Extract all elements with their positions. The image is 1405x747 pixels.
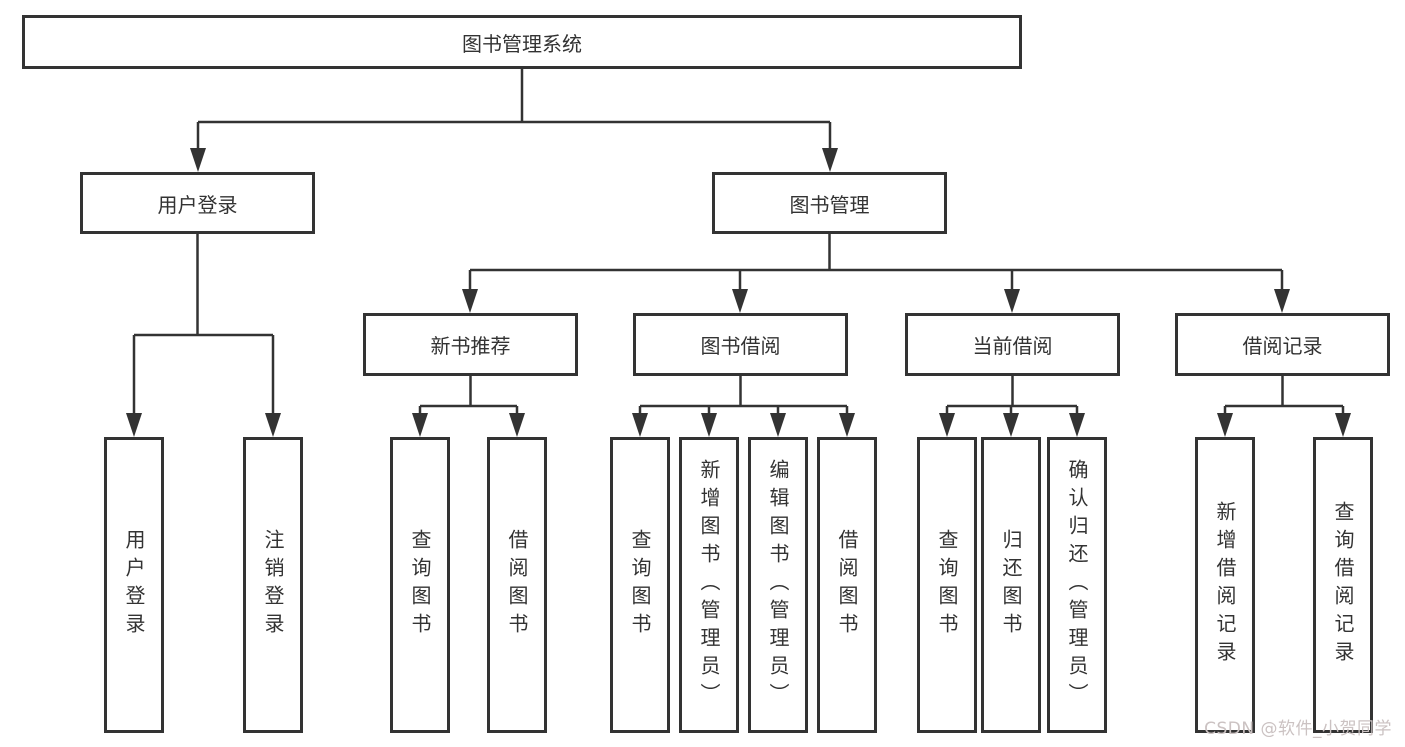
leaf-br-add-record-label: 新增借阅记录 [1213,501,1237,669]
leaf-user-login: 用户登录 [104,437,164,733]
csdn-watermark: CSDN @软件_小贺同学 [1204,719,1392,739]
node-root: 图书管理系统 [22,15,1022,69]
node-borrow-record-label: 借阅记录 [1242,334,1323,358]
leaf-br-query-record: 查询借阅记录 [1313,437,1373,733]
leaf-bb-borrow-book: 借阅图书 [817,437,877,733]
leaf-br-add-record: 新增借阅记录 [1195,437,1255,733]
leaf-cb-return-book: 归还图书 [981,437,1041,733]
node-new-book-rec: 新书推荐 [363,313,578,376]
leaf-bb-borrow-book-label: 借阅图书 [835,529,859,641]
connector-lines [132,69,1345,414]
node-new-book-rec-label: 新书推荐 [430,334,511,358]
leaf-cb-confirm-return-label: 确认归还（管理员） [1065,459,1089,711]
leaf-logout: 注销登录 [243,437,303,733]
node-borrow-record: 借阅记录 [1175,313,1390,376]
leaf-bb-edit-book: 编辑图书（管理员） [748,437,808,733]
leaf-rec-borrow-book-label: 借阅图书 [505,529,529,641]
node-book-borrow: 图书借阅 [633,313,848,376]
node-user-login-label: 用户登录 [157,192,238,217]
leaf-rec-query-book: 查询图书 [390,437,450,733]
leaf-bb-query-book: 查询图书 [610,437,670,733]
leaf-bb-add-book: 新增图书（管理员） [679,437,739,733]
node-current-borrow: 当前借阅 [905,313,1120,376]
node-book-mgmt: 图书管理 [712,172,947,234]
leaf-cb-query-book-label: 查询图书 [935,529,959,641]
leaf-bb-edit-book-label: 编辑图书（管理员） [766,459,790,711]
leaf-bb-add-book-label: 新增图书（管理员） [697,459,721,711]
node-book-borrow-label: 图书借阅 [700,334,781,358]
node-book-mgmt-label: 图书管理 [789,192,870,217]
node-user-login: 用户登录 [80,172,315,234]
leaf-logout-label: 注销登录 [261,529,285,641]
leaf-cb-return-book-label: 归还图书 [999,529,1023,641]
leaf-user-login-label: 用户登录 [122,529,146,641]
leaf-br-query-record-label: 查询借阅记录 [1331,501,1355,669]
connector-arrowheads [126,148,1351,437]
leaf-bb-query-book-label: 查询图书 [628,529,652,641]
leaf-rec-borrow-book: 借阅图书 [487,437,547,733]
node-current-borrow-label: 当前借阅 [972,334,1053,358]
leaf-cb-query-book: 查询图书 [917,437,977,733]
leaf-cb-confirm-return: 确认归还（管理员） [1047,437,1107,733]
leaf-rec-query-book-label: 查询图书 [408,529,432,641]
node-root-label: 图书管理系统 [462,31,582,56]
